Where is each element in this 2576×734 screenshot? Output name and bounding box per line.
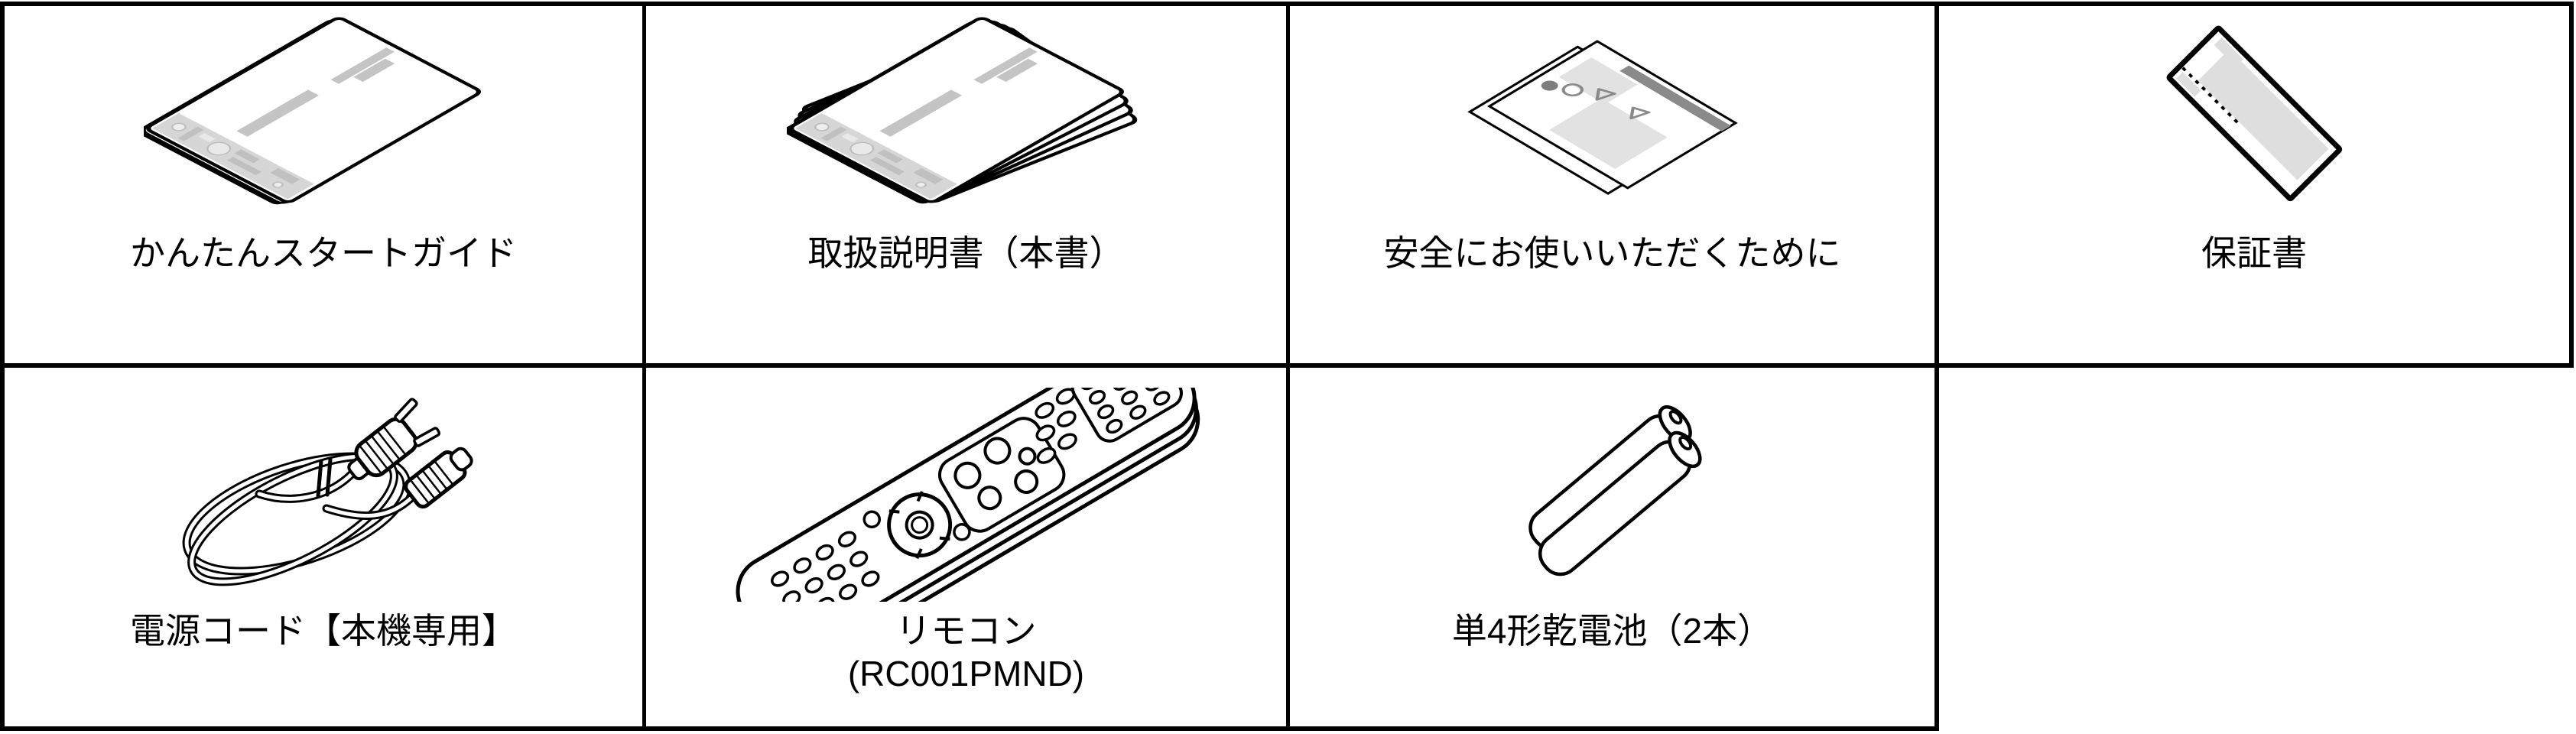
accessory-cell-safety-instructions: 安全にお使いいただくために <box>1290 6 1934 363</box>
accessory-label: リモコン (RC001PMND) <box>848 609 1084 695</box>
booklet-icon <box>144 6 503 224</box>
power-cord-icon <box>109 368 538 602</box>
accessory-cell-batteries: 単4形乾電池（2本） <box>1290 368 1934 726</box>
accessory-label: 単4形乾電池（2本） <box>1451 611 1773 651</box>
accessory-label: 安全にお使いいただくために <box>1383 233 1841 273</box>
table-col-divider-3 <box>1934 2 1939 731</box>
accessory-cell-power-cord: 電源コード【本機専用】 <box>5 368 642 726</box>
folded-sheet-icon <box>1433 6 1792 224</box>
table-col-divider-2 <box>1286 2 1290 731</box>
accessory-cell-owners-manual: 取扱説明書（本書） <box>646 6 1286 363</box>
accessory-label: 保証書 <box>2201 233 2307 273</box>
remote-control-icon <box>699 368 1234 602</box>
accessory-cell-warranty: 保証書 <box>1939 6 2569 363</box>
accessory-label: 取扱説明書（本書） <box>807 233 1125 273</box>
warranty-card-icon <box>2074 6 2434 224</box>
accessory-label: 電源コード【本機専用】 <box>130 611 517 651</box>
accessory-cell-quick-start-guide: かんたんスタートガイド <box>5 6 642 363</box>
batteries-icon <box>1483 368 1743 602</box>
booklet-pages-icon <box>786 6 1146 224</box>
remote-label-line1: リモコン <box>895 611 1037 651</box>
accessory-cell-remote-control: リモコン (RC001PMND) <box>646 368 1286 726</box>
table-border-right <box>2569 2 2574 368</box>
accessory-cell-empty <box>1939 368 2569 726</box>
table-border-bottom <box>0 726 1939 731</box>
table-col-divider-1 <box>642 2 646 731</box>
accessory-label: かんたんスタートガイド <box>130 233 517 273</box>
remote-label-line2: (RC001PMND) <box>847 654 1085 694</box>
